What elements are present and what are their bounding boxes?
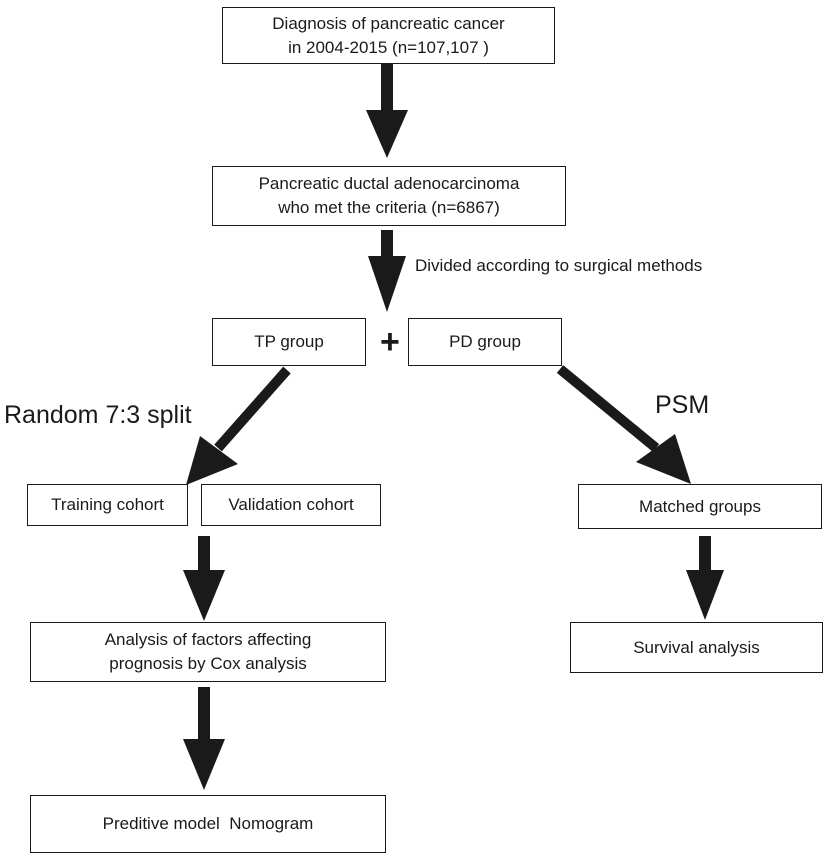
plus-sign: + [380,323,400,361]
psm-label: PSM [655,391,710,419]
matched-groups-box: Matched groups [578,484,822,529]
criteria-line-2: who met the criteria (n=6867) [278,198,500,217]
survival-analysis-label: Survival analysis [633,637,760,657]
cox-analysis-box: Analysis of factors affecting prognosis … [30,622,386,682]
diagnosis-box: Diagnosis of pancreatic cancer in 2004-2… [222,7,555,64]
criteria-box: Pancreatic ductal adenocarcinoma who met… [212,166,566,226]
tp-group-box: TP group [212,318,366,366]
arrow-diagnosis-to-criteria [366,58,408,158]
training-cohort-box: Training cohort [27,484,188,526]
pd-group-box: PD group [408,318,562,366]
arrow-criteria-to-groups [368,230,406,312]
validation-cohort-box: Validation cohort [201,484,381,526]
survival-analysis-box: Survival analysis [570,622,823,673]
diagnosis-line-2: in 2004-2015 (n=107,107 ) [288,37,489,57]
criteria-line-1: Pancreatic ductal adenocarcinoma [258,174,520,193]
arrow-tp-to-cohorts [186,366,291,485]
nomogram-box: Preditive model Nomogram [30,795,386,853]
pd-group-label: PD group [449,332,521,351]
arrow-matched-to-survival [686,536,724,620]
tp-group-label: TP group [254,332,324,351]
nomogram-label: Preditive model Nomogram [102,814,314,833]
validation-cohort-label: Validation cohort [228,495,354,514]
arrow-cohorts-to-cox [183,536,225,621]
random-split-label: Random 7:3 split [4,401,192,429]
cox-line-2: prognosis by Cox analysis [109,654,307,673]
cox-line-1: Analysis of factors affecting [104,630,312,649]
divided-label: Divided according to surgical methods [415,256,703,275]
arrow-cox-to-nomogram [183,687,225,790]
arrow-pd-to-matched [556,365,691,484]
diagnosis-line-1: Diagnosis of pancreatic cancer [272,13,505,33]
matched-groups-label: Matched groups [639,496,761,516]
training-cohort-label: Training cohort [51,495,164,514]
